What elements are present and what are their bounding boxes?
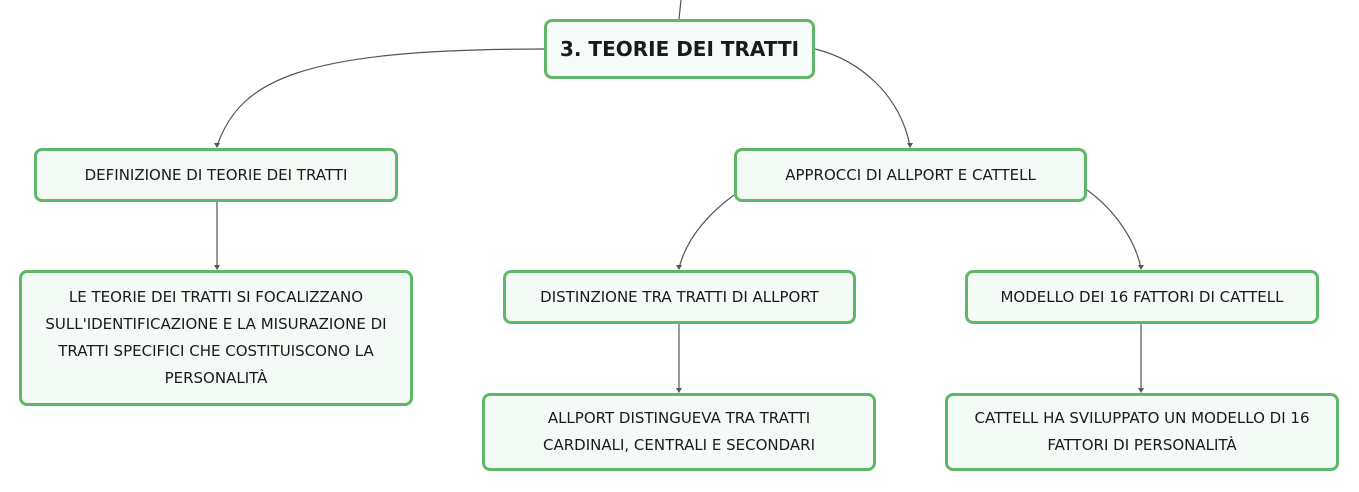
arrowhead-definition	[214, 143, 220, 148]
arrowhead-definition-detail	[214, 265, 220, 270]
definition-node[interactable]: DEFINIZIONE DI TEORIE DEI TRATTI	[34, 148, 398, 202]
connector-approaches-to-allport	[678, 194, 735, 269]
connector-approaches-to-cattell	[1086, 189, 1142, 269]
arrowhead-approaches	[907, 143, 913, 148]
cattell-model-node[interactable]: MODELLO DEI 16 FATTORI DI CATTELL	[965, 270, 1319, 324]
cattell-detail-node[interactable]: CATTELL HA SVILUPPATO UN MODELLO DI 16 F…	[945, 393, 1339, 471]
allport-detail-node[interactable]: ALLPORT DISTINGUEVA TRA TRATTI CARDINALI…	[482, 393, 876, 471]
definition-detail-node[interactable]: LE TEORIE DEI TRATTI SI FOCALIZZANO SULL…	[19, 270, 413, 406]
arrowhead-cattell	[1138, 265, 1144, 270]
connector-root-to-definition	[216, 48, 545, 147]
arrowhead-allport-detail	[676, 388, 682, 393]
allport-distinction-node[interactable]: DISTINZIONE TRA TRATTI DI ALLPORT	[503, 270, 856, 324]
connector-parent-to-root	[678, 0, 682, 20]
arrowhead-cattell-detail	[1138, 388, 1144, 393]
root-node[interactable]: 3. TEORIE DEI TRATTI	[544, 19, 815, 79]
connector-root-to-approaches	[814, 48, 911, 147]
approaches-node[interactable]: APPROCCI DI ALLPORT E CATTELL	[734, 148, 1087, 202]
arrowhead-allport	[676, 265, 682, 270]
